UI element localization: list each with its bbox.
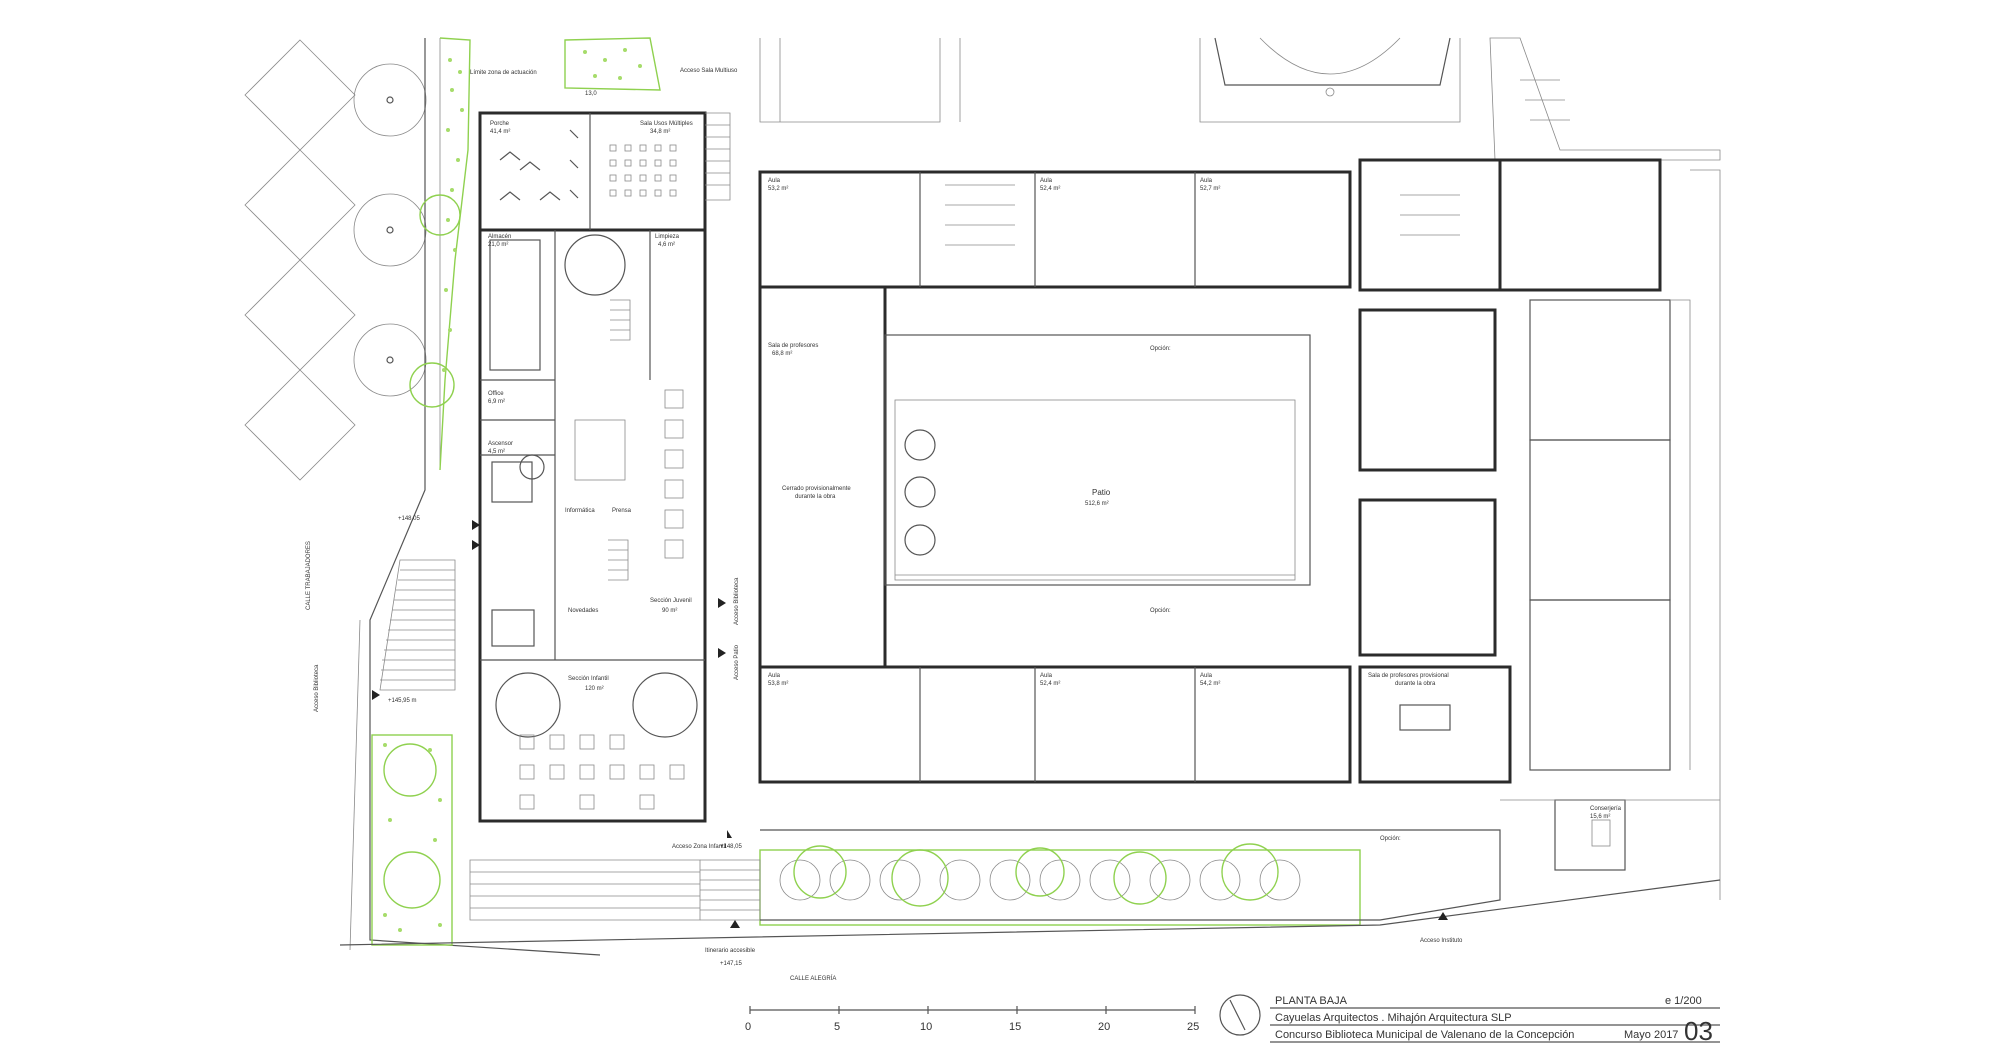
- room-multiuse-name: Sala Usos Múltiples: [640, 121, 693, 127]
- access-children-label: Acceso Zona Infantil: [672, 844, 726, 850]
- room-concierge-area: 15,6 m²: [1590, 814, 1610, 820]
- room-porch-area: 41,4 m²: [490, 129, 510, 135]
- note-intervention-limit: Límite zona de actuación: [470, 70, 537, 76]
- sheet-date: Mayo 2017: [1624, 1029, 1678, 1041]
- room-lift-name: Ascensor: [488, 441, 513, 447]
- room-concierge-name: Conserjería: [1590, 806, 1622, 812]
- room-classroom-2-name: Aula: [1040, 178, 1053, 184]
- room-storage-name: Almacén: [488, 234, 511, 240]
- room-classroom-2-area: 52,4 m²: [1040, 186, 1060, 192]
- level-left-upper: +148,05: [398, 516, 421, 522]
- room-classroom-1-area: 53,2 m²: [768, 186, 788, 192]
- level-left-door: +145,95 m: [388, 698, 417, 704]
- reading-tables: [519, 389, 685, 810]
- room-classroom-4-area: 53,8 m²: [768, 681, 788, 687]
- scale-bar: 0 5 10 15 20 25: [745, 1006, 1199, 1033]
- access-accessible-route-label: Itinerario accesible: [705, 948, 756, 954]
- access-patio-label: Acceso Patio: [734, 644, 740, 680]
- room-temp-closed-name: Cerrado provisionalmente: [782, 486, 851, 492]
- street-bottom-label: CALLE ALEGRÍA: [790, 975, 836, 982]
- library-block: [478, 111, 731, 823]
- multiuse-seating: [609, 144, 677, 197]
- room-classroom-4-name: Aula: [768, 673, 781, 679]
- room-youth-name: Sección Juvenil: [650, 598, 692, 604]
- context-left-trees: [244, 38, 601, 956]
- room-cleaning-name: Limpieza: [655, 234, 680, 240]
- note-option-right: Opción:: [1380, 836, 1401, 842]
- room-prensa: Prensa: [612, 508, 632, 514]
- room-porch-name: Porche: [490, 121, 510, 127]
- school-block: [339, 158, 1721, 946]
- title-block: PLANTA BAJA e 1/200 Cayuelas Arquitectos…: [1219, 994, 1720, 1046]
- scale-tick-5: 5: [834, 1021, 840, 1033]
- room-classroom-3-name: Aula: [1200, 178, 1213, 184]
- room-multiuse-area: 34,8 m²: [650, 129, 670, 135]
- context-top-sports-courts: [759, 37, 1721, 161]
- scale-tick-15: 15: [1009, 1021, 1021, 1033]
- room-informatica: Informática: [565, 508, 595, 514]
- note-option-top: Opción:: [1150, 346, 1171, 352]
- room-children-area: 120 m²: [585, 686, 604, 692]
- room-storage-area: 21,0 m²: [488, 242, 508, 248]
- room-patio-area: 512,6 m²: [1085, 501, 1109, 507]
- dimension-top: 13,0: [585, 91, 597, 97]
- room-classroom-5-area: 52,4 m²: [1040, 681, 1060, 687]
- room-novedades: Novedades: [568, 608, 598, 614]
- level-bottom-left: +147,15: [720, 961, 743, 967]
- access-library-center-label: Acceso Biblioteca: [734, 577, 740, 625]
- room-children-name: Sección Infantil: [568, 676, 609, 682]
- sheet-title: PLANTA BAJA: [1275, 995, 1348, 1007]
- level-children-entry: +148,05: [720, 844, 743, 850]
- bottom-garden-trees: [779, 843, 1301, 907]
- room-classroom-5-name: Aula: [1040, 673, 1053, 679]
- access-arrows: [372, 520, 1448, 928]
- room-teachers-name: Sala de profesores: [768, 343, 818, 349]
- access-library-left-label: Acceso Biblioteca: [314, 664, 320, 712]
- access-institute-label: Acceso Instituto: [1420, 938, 1463, 944]
- room-lift-area: 4,5 m²: [488, 449, 505, 455]
- room-classroom-6-area: 54,2 m²: [1200, 681, 1220, 687]
- room-cleaning-area: 4,6 m²: [658, 242, 675, 248]
- north-arrow-icon: [1219, 994, 1261, 1036]
- room-classroom-1-name: Aula: [768, 178, 781, 184]
- room-patio-name: Patio: [1092, 488, 1111, 497]
- room-office-name: Office: [488, 391, 504, 397]
- sheet-number: 03: [1684, 1016, 1713, 1046]
- sheet-authors: Cayuelas Arquitectos . Mihajón Arquitect…: [1275, 1012, 1512, 1024]
- labels: Límite zona de actuación Acceso Sala Mul…: [306, 68, 1622, 982]
- room-teachers-area: 68,8 m²: [772, 351, 792, 357]
- note-option-bottom: Opción:: [1150, 608, 1171, 614]
- scale-tick-20: 20: [1098, 1021, 1110, 1033]
- sheet-project: Concurso Biblioteca Municipal de Valenan…: [1275, 1029, 1574, 1041]
- room-office-area: 6,9 m²: [488, 399, 505, 405]
- room-classroom-6-name: Aula: [1200, 673, 1213, 679]
- scale-tick-0: 0: [745, 1021, 751, 1033]
- room-classroom-3-area: 52,7 m²: [1200, 186, 1220, 192]
- access-multiuse-label: Acceso Sala Multiuso: [680, 68, 738, 74]
- scale-tick-10: 10: [920, 1021, 932, 1033]
- scale-tick-25: 25: [1187, 1021, 1199, 1033]
- room-youth-area: 90 m²: [662, 608, 677, 614]
- entrance-steps: [379, 559, 761, 921]
- room-temp-closed-sub: durante la obra: [795, 494, 836, 500]
- room-teachers-provisional-sub: durante la obra: [1395, 681, 1436, 687]
- room-teachers-provisional-name: Sala de profesores provisional: [1368, 673, 1449, 679]
- sheet-scale: e 1/200: [1665, 995, 1702, 1007]
- street-left-label: CALLE TRABAJADORES: [306, 541, 312, 610]
